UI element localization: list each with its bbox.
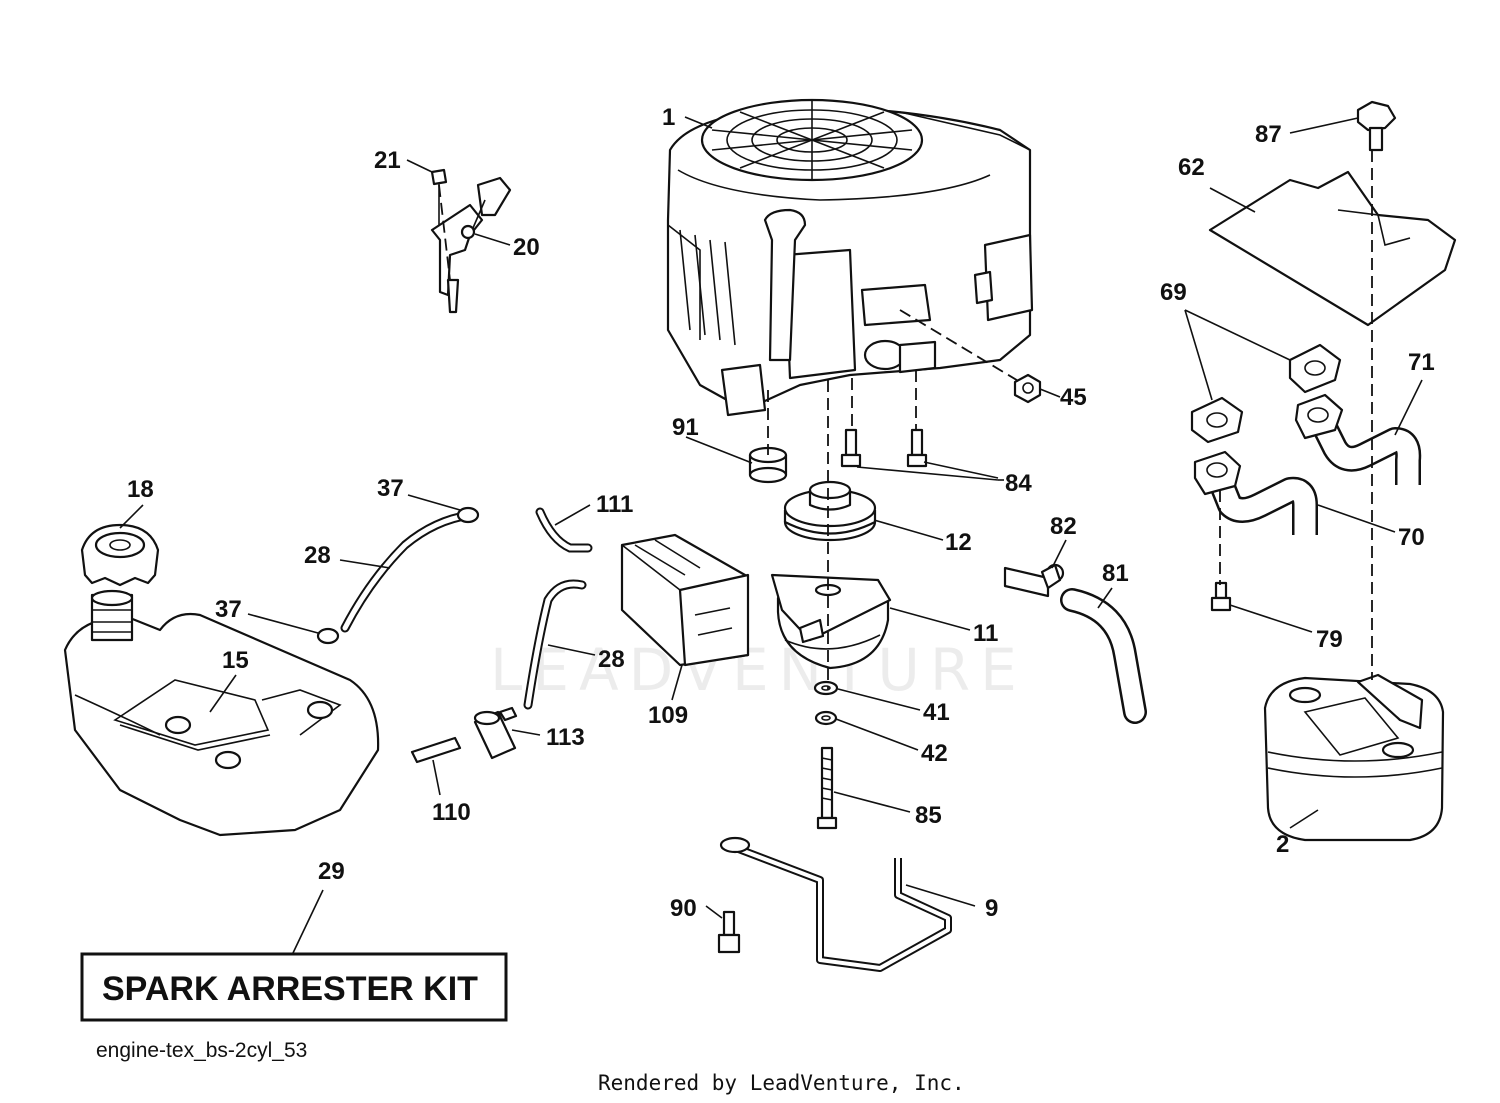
callout-71: 71 xyxy=(1408,349,1435,376)
footer-credit: Rendered by LeadVenture, Inc. xyxy=(598,1071,965,1095)
canister-part[interactable] xyxy=(620,533,750,667)
hose-clamp-upper-part[interactable] xyxy=(456,506,480,524)
bolt-84b-part[interactable] xyxy=(906,428,928,468)
fuel-cap-part[interactable] xyxy=(80,523,160,587)
callout-11: 11 xyxy=(973,620,998,647)
callout-81: 81 xyxy=(1102,560,1129,587)
callout-28a: 28 xyxy=(304,542,331,569)
callout-69: 69 xyxy=(1160,279,1187,306)
callout-18: 18 xyxy=(127,476,154,503)
hose-clamp-lower-part[interactable] xyxy=(316,627,340,645)
callout-28b: 28 xyxy=(598,646,625,673)
callout-45: 45 xyxy=(1060,384,1087,411)
muffler-part[interactable] xyxy=(1263,673,1445,842)
callout-85: 85 xyxy=(915,802,942,829)
callout-20: 20 xyxy=(513,234,540,261)
fuel-line-upper-part[interactable] xyxy=(340,510,475,633)
callout-12: 12 xyxy=(945,529,972,556)
spark-arrester-kit-box[interactable]: SPARK ARRESTER KIT xyxy=(80,952,508,1022)
exhaust-pipe-70-part[interactable] xyxy=(1193,450,1318,535)
bracket-rod-part[interactable] xyxy=(719,836,952,972)
callout-90: 90 xyxy=(670,895,697,922)
throttle-control-part[interactable] xyxy=(430,176,512,314)
leader-lines xyxy=(119,116,1423,954)
bushing-part[interactable] xyxy=(748,446,788,484)
fuel-filter-part[interactable] xyxy=(473,706,518,760)
exhaust-pipe-71-part[interactable] xyxy=(1294,393,1422,485)
callouts: 1 21 20 91 45 84 12 11 41 42 85 9 90 82 … xyxy=(127,104,1435,922)
callout-70: 70 xyxy=(1398,524,1425,551)
fuel-line-111-part[interactable] xyxy=(535,507,593,553)
spark-arrester-kit-label: SPARK ARRESTER KIT xyxy=(102,970,478,1008)
callout-82: 82 xyxy=(1050,513,1077,540)
bolt-90-part[interactable] xyxy=(717,910,741,954)
callout-29: 29 xyxy=(318,858,345,885)
callout-91: 91 xyxy=(672,414,699,441)
alignment-lines xyxy=(438,150,1373,690)
callout-9: 9 xyxy=(985,895,998,922)
fuel-fitting-part[interactable] xyxy=(410,736,462,764)
callout-1: 1 xyxy=(662,104,675,131)
callout-110: 110 xyxy=(432,799,471,826)
callout-15: 15 xyxy=(222,647,249,674)
bolt-84a-part[interactable] xyxy=(840,428,862,468)
washer-42-part[interactable] xyxy=(814,710,838,726)
callout-2: 2 xyxy=(1276,831,1289,858)
watermark: LEADVENTURE xyxy=(490,636,1027,704)
heat-shield-part[interactable] xyxy=(1208,170,1457,327)
knob-87-part[interactable] xyxy=(1356,100,1397,152)
callout-111: 111 xyxy=(596,491,633,518)
engine-part[interactable] xyxy=(666,98,1034,417)
callout-62: 62 xyxy=(1178,154,1205,181)
fuel-tank-part[interactable] xyxy=(63,589,380,837)
fuel-valve-part[interactable] xyxy=(1003,563,1065,598)
hose-81-part[interactable] xyxy=(1060,588,1147,724)
callout-87: 87 xyxy=(1255,121,1282,148)
fuel-line-middle-part[interactable] xyxy=(523,579,587,710)
callout-37a: 37 xyxy=(377,475,404,502)
diagram-code: engine-tex_bs-2cyl_53 xyxy=(96,1039,307,1062)
nut-45-part[interactable] xyxy=(1013,373,1042,404)
clutch-part[interactable] xyxy=(770,573,892,670)
callout-42: 42 xyxy=(921,740,948,767)
callout-41: 41 xyxy=(923,699,950,726)
bolt-79-part[interactable] xyxy=(1210,581,1232,612)
callout-21: 21 xyxy=(374,147,401,174)
gasket-upper-part[interactable] xyxy=(1288,343,1342,394)
screw-21-part[interactable] xyxy=(430,168,448,225)
callout-109: 109 xyxy=(648,702,688,729)
callout-79: 79 xyxy=(1316,626,1343,653)
bolt-85-part[interactable] xyxy=(816,746,838,830)
gasket-lower-part[interactable] xyxy=(1190,396,1244,444)
pulley-part[interactable] xyxy=(783,480,877,542)
callout-113: 113 xyxy=(546,724,585,751)
callout-84: 84 xyxy=(1005,470,1032,497)
washer-41-part[interactable] xyxy=(813,680,839,696)
callout-37b: 37 xyxy=(215,596,242,623)
